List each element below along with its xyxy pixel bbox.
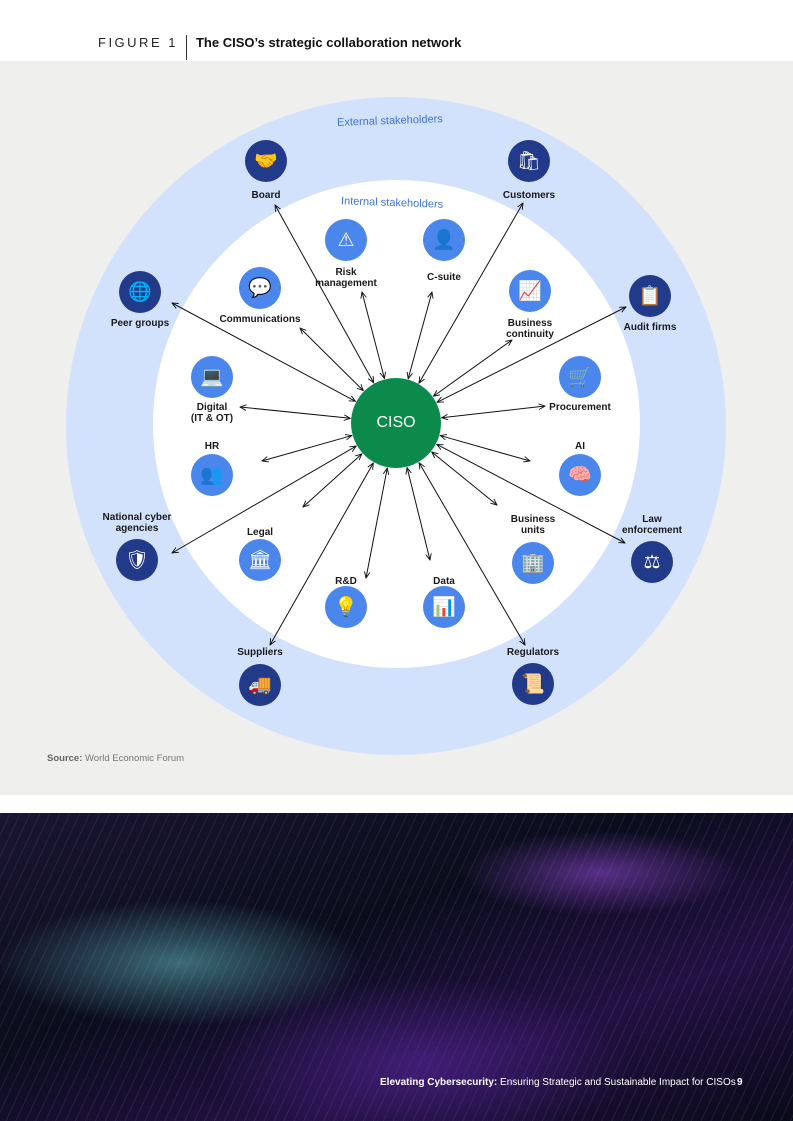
certificate-icon: 📜 — [512, 663, 554, 705]
footer-title: Elevating Cybersecurity: Ensuring Strate… — [380, 1077, 736, 1088]
node-label-audit: Audit firms — [623, 322, 677, 333]
globe-icon: 🌐 — [119, 271, 161, 313]
growth-chart-icon: 📈 — [509, 270, 551, 312]
gavel-icon: ⚖ — [631, 541, 673, 583]
brain-icon: 🧠 — [559, 454, 601, 496]
footer-title-bold: Elevating Cybersecurity: — [380, 1077, 498, 1088]
figure-title: The CISO’s strategic collaboration netwo… — [195, 35, 462, 50]
arrow-rnd — [366, 468, 387, 578]
node-label-national: National cyber agencies — [102, 512, 172, 534]
building-icon: 🏢 — [512, 542, 554, 584]
shopping-bag-icon: 🛍 — [508, 140, 550, 182]
arrow-digital — [240, 407, 350, 418]
node-label-suppliers: Suppliers — [237, 647, 283, 658]
executive-icon: 👤 — [423, 219, 465, 261]
node-label-digital: Digital (IT & OT) — [190, 402, 234, 424]
node-label-rnd: R&D — [335, 576, 357, 587]
arrow-risk — [362, 292, 384, 378]
ciso-node: CISO — [351, 378, 441, 468]
truck-icon: 🚚 — [239, 664, 281, 706]
node-label-csuite: C-suite — [427, 272, 461, 283]
source-label: Source: — [47, 753, 83, 764]
arrow-bunits — [432, 452, 497, 505]
node-label-customers: Customers — [502, 190, 556, 201]
node-label-risk: Risk management — [315, 267, 377, 289]
arrow-hr — [262, 436, 352, 461]
figure-header: FIGURE 1 The CISO’s strategic collaborat… — [98, 35, 461, 61]
arrow-bcont — [433, 340, 512, 396]
connection-arrows — [0, 0, 793, 800]
node-label-procurement: Procurement — [549, 402, 611, 413]
arrow-comms — [300, 328, 363, 391]
node-label-data: Data — [433, 576, 455, 587]
arrow-legal — [303, 454, 362, 507]
source-note: Source: World Economic Forum — [47, 753, 184, 764]
node-label-hr: HR — [204, 441, 220, 452]
arrow-procurement — [442, 406, 545, 418]
node-label-comms: Communications — [219, 314, 301, 325]
arrow-data — [407, 468, 430, 560]
clipboard-check-icon: 📋 — [629, 275, 671, 317]
speech-people-icon: 💬 — [239, 267, 281, 309]
page-number: 9 — [737, 1077, 743, 1088]
node-label-bunits: Business units — [510, 514, 556, 536]
node-label-board: Board — [251, 190, 281, 201]
node-label-law: Law enforcement — [621, 514, 683, 536]
source-text: World Economic Forum — [85, 753, 185, 764]
arrow-ai — [440, 436, 530, 461]
figure-number: FIGURE 1 — [98, 35, 178, 50]
node-label-bcont: Business continuity — [506, 318, 554, 340]
node-label-ai: AI — [575, 441, 585, 452]
courthouse-icon: 🏛 — [239, 539, 281, 581]
footer-title-rest: Ensuring Strategic and Sustainable Impac… — [500, 1077, 736, 1088]
handshake-icon: 🤝 — [245, 140, 287, 182]
divider — [185, 35, 187, 60]
arrow-csuite — [408, 292, 432, 379]
lightbulb-icon: 💡 — [325, 586, 367, 628]
warning-gear-icon: ⚠ — [325, 219, 367, 261]
presentation-chart-icon: 📊 — [423, 586, 465, 628]
devices-icon: 💻 — [191, 356, 233, 398]
node-label-legal: Legal — [246, 527, 274, 538]
node-label-regulators: Regulators — [506, 647, 560, 658]
cart-icon: 🛒 — [559, 356, 601, 398]
cyber-circuit-image — [0, 813, 793, 1121]
node-label-peer: Peer groups — [110, 318, 170, 329]
shield-icon: 🛡 — [116, 539, 158, 581]
people-icon: 👥 — [191, 454, 233, 496]
